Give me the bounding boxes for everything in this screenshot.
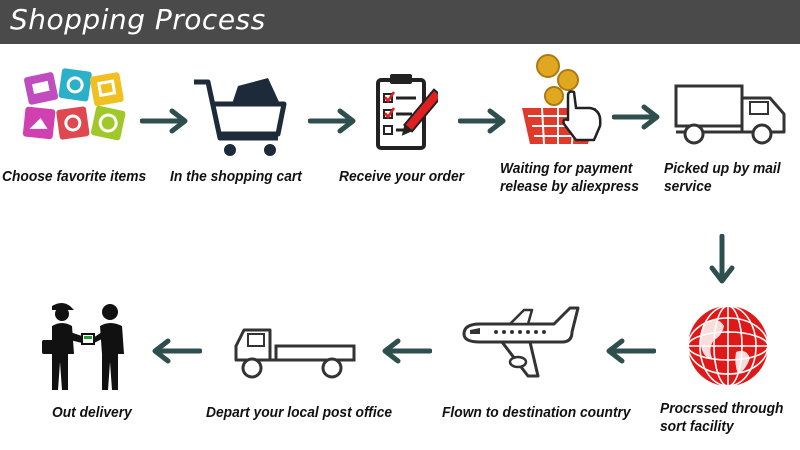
shopping-cart-icon bbox=[194, 78, 287, 156]
airplane-icon bbox=[462, 306, 580, 378]
step-label-sort: Procrssed through sort facility bbox=[660, 400, 784, 435]
step-label-out: Out delivery bbox=[52, 404, 132, 421]
header-bar: Shopping Process bbox=[0, 0, 800, 44]
step-shopping-cart bbox=[190, 68, 290, 160]
step-waiting-payment bbox=[518, 52, 610, 152]
step-choose-favorite-items bbox=[18, 66, 148, 146]
step-depart-post-office bbox=[230, 316, 360, 386]
step-receive-order bbox=[372, 72, 438, 152]
arrow-left-icon bbox=[152, 338, 202, 364]
arrow-left-icon bbox=[382, 338, 432, 364]
step-label-order: Receive your order bbox=[339, 168, 465, 185]
step-flown bbox=[458, 306, 582, 380]
coin-basket-hand-icon bbox=[522, 54, 602, 145]
arrow-right-icon bbox=[308, 108, 356, 134]
step-picked-up bbox=[672, 78, 792, 148]
step-label-flown: Flown to destination country bbox=[442, 404, 631, 421]
step-label-cart: In the shopping cart bbox=[170, 168, 302, 185]
delivery-truck-icon bbox=[674, 84, 786, 145]
arrow-down-icon bbox=[709, 234, 735, 284]
checklist-clipboard-icon bbox=[376, 74, 438, 150]
handover-people-icon bbox=[42, 303, 124, 390]
step-out-delivery bbox=[40, 298, 136, 394]
page-title: Shopping Process bbox=[10, 3, 266, 36]
arrow-right-icon bbox=[612, 104, 660, 130]
step-label-depart: Depart your local post office bbox=[206, 404, 393, 421]
step-sort-facility bbox=[684, 302, 772, 390]
step-label-payment: Waiting for payment release by aliexpres… bbox=[500, 160, 639, 195]
arrow-left-icon bbox=[606, 338, 656, 364]
flatbed-truck-icon bbox=[234, 328, 356, 379]
step-label-pickup: Picked up by mail service bbox=[664, 160, 781, 195]
arrow-right-icon bbox=[140, 108, 188, 134]
arrow-right-icon bbox=[458, 108, 506, 134]
globe-icon bbox=[687, 305, 769, 387]
product-tiles-icon bbox=[22, 68, 126, 141]
step-label-choose: Choose favorite items bbox=[2, 168, 147, 185]
